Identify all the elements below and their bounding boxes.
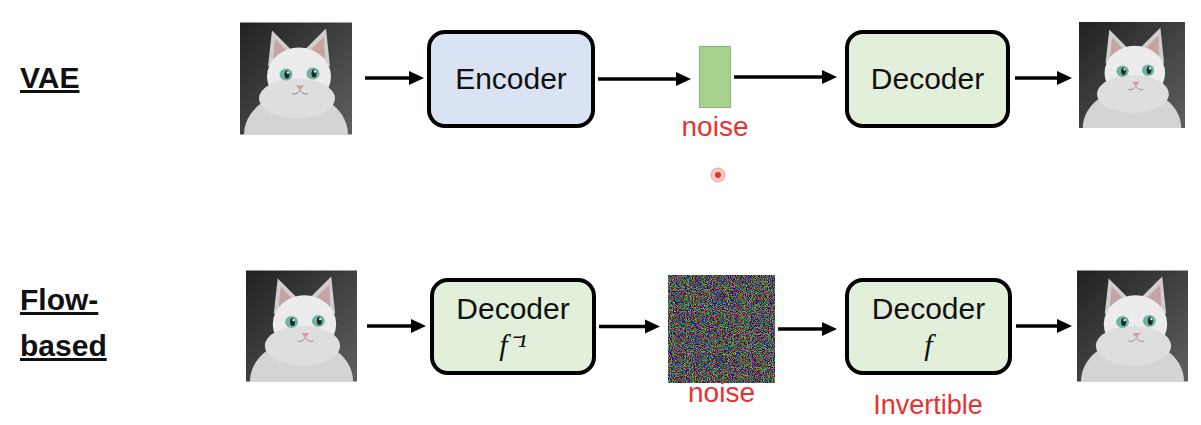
decoder-box: Decoderf — [845, 278, 1012, 375]
method-label: Flow- based — [20, 277, 120, 369]
annotation-text: Invertible — [873, 390, 983, 420]
cat-image — [240, 23, 352, 177]
node-text: Decoder — [872, 291, 985, 327]
arrow-connector — [599, 320, 660, 334]
node-text: Encoder — [455, 61, 567, 97]
arrow-connector — [598, 72, 691, 86]
cat-image — [246, 271, 357, 424]
node-text: Decoder — [456, 291, 569, 327]
noise-image-node: noise — [668, 275, 775, 383]
cursor-dot — [711, 168, 725, 182]
node-caption: noise — [682, 112, 749, 142]
decoder-box: Decoder — [845, 30, 1010, 128]
arrow-connector — [778, 322, 837, 336]
node-caption: noise — [688, 378, 755, 408]
arrow-connector — [734, 70, 837, 84]
encoder-box: Encoder — [427, 30, 595, 128]
noise-image-base — [668, 275, 775, 383]
method-label: VAE — [20, 58, 79, 98]
node-text: Decoder — [871, 61, 984, 97]
noise-image — [668, 275, 775, 383]
cat-image — [1079, 22, 1185, 168]
node-text: f⁻¹ — [499, 327, 526, 363]
node-text: f — [924, 327, 932, 363]
decoder-box: Decoderf⁻¹ — [430, 278, 596, 375]
cat-image — [1077, 271, 1188, 424]
latent-vector: noise — [699, 46, 731, 108]
